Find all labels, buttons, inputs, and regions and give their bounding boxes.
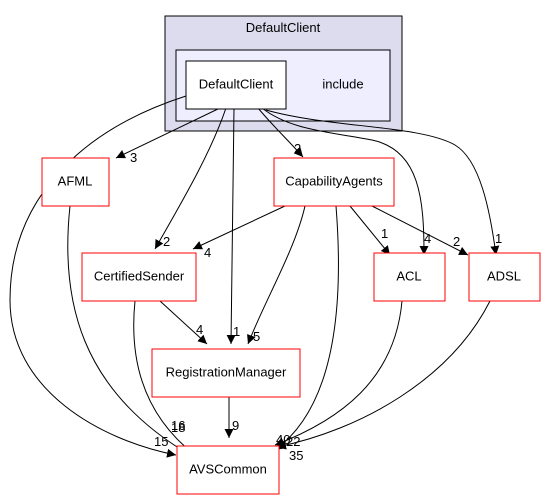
node-registrationmanager[interactable]: RegistrationManager [151,348,301,398]
edge-label-dc-reg: 1 [233,324,240,339]
svg-text:AVSCommon: AVSCommon [189,461,267,476]
node-include[interactable]: include [322,76,363,91]
edge-cap-acl [349,205,391,256]
node-afml[interactable]: AFML [41,157,110,207]
edge-dc-acl [261,107,429,256]
edge-dc-reg [226,107,236,345]
node-acl[interactable]: ACL [373,252,446,302]
edge-cert-reg [159,300,208,345]
edge-dc-adsl [265,109,500,256]
svg-text:ACL: ACL [396,268,421,283]
svg-text:CapabilityAgents: CapabilityAgents [285,173,383,188]
edge-cert-avs [133,300,196,456]
edge-cap-reg [247,205,306,345]
edge-label-dc-adsl: 1 [495,231,502,246]
edge-label-cap-adsl: 2 [453,234,460,249]
edge-labels: 3 2 2 1 4 1 15 18 4 5 1 2 40 4 16 9 22 3… [130,141,502,463]
edge-dc-afml [115,107,221,159]
node-adsl[interactable]: ADSL [468,252,541,302]
edge-label-reg-avs: 9 [232,418,239,433]
svg-text:RegistrationManager: RegistrationManager [166,364,287,379]
edge-label-cert-avs: 16 [171,418,185,433]
edge-label-dc-afml: 3 [130,150,137,165]
svg-text:DefaultClient: DefaultClient [199,76,274,91]
edge-cap-cert [192,205,286,250]
edge-adsl-avs [276,300,491,450]
edge-label-dc-cap: 2 [294,141,301,156]
edge-dc-cert [154,107,227,250]
edges [9,95,500,458]
svg-text:include: include [322,76,363,91]
edge-label-dc-avs: 15 [154,434,168,449]
edge-label-cert-reg: 4 [196,322,203,337]
node-defaultclient[interactable]: DefaultClient [185,60,287,110]
edge-label-dc-cert: 2 [163,234,170,249]
edge-acl-avs [274,300,403,446]
node-capabilityagents[interactable]: CapabilityAgents [273,157,395,207]
edge-label-adsl-avs: 35 [289,448,303,463]
edge-label-cap-cert: 4 [204,245,211,260]
edge-label-acl-avs: 22 [286,434,300,449]
cluster-label: DefaultClient [246,20,321,35]
svg-text:ADSL: ADSL [487,268,521,283]
edge-label-dc-acl: 4 [424,231,431,246]
edge-dc-avs [9,95,187,458]
node-certifiedsender[interactable]: CertifiedSender [81,252,197,302]
node-avscommon[interactable]: AVSCommon [176,445,280,495]
svg-text:AFML: AFML [58,173,93,188]
edge-afml-avs [67,205,191,456]
edge-dc-cap [257,107,304,158]
edge-label-afml-avs: 18 [171,420,185,435]
edge-label-cap-reg: 5 [253,329,260,344]
edge-cap-avs [274,205,339,451]
svg-text:CertifiedSender: CertifiedSender [94,268,185,283]
edge-cap-adsl [371,205,469,256]
edge-label-cap-avs: 40 [276,432,290,447]
edge-label-cap-acl: 1 [381,226,388,241]
